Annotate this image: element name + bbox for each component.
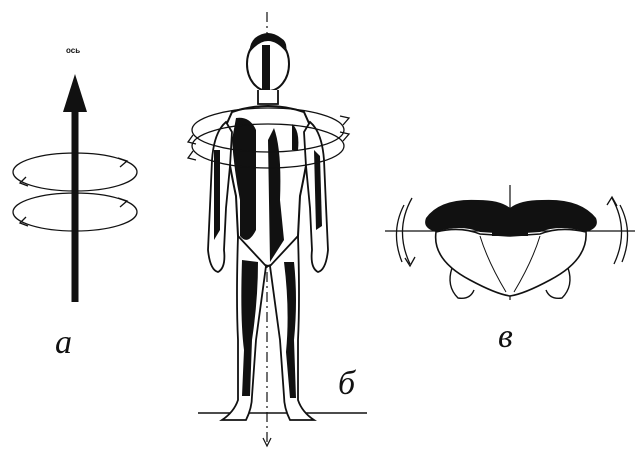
axis-arrow-icon <box>63 74 87 112</box>
panel-v <box>385 185 635 300</box>
panel-label-v: в <box>498 320 513 354</box>
panel-label-b: б <box>338 367 355 401</box>
human-figure-icon <box>208 33 328 420</box>
rotation-arrow-icon <box>405 257 415 266</box>
axis-caption: ось <box>66 47 80 55</box>
pelvis-top-view-icon <box>425 200 597 299</box>
panel-a <box>13 74 137 302</box>
panel-label-a: а <box>55 326 72 360</box>
